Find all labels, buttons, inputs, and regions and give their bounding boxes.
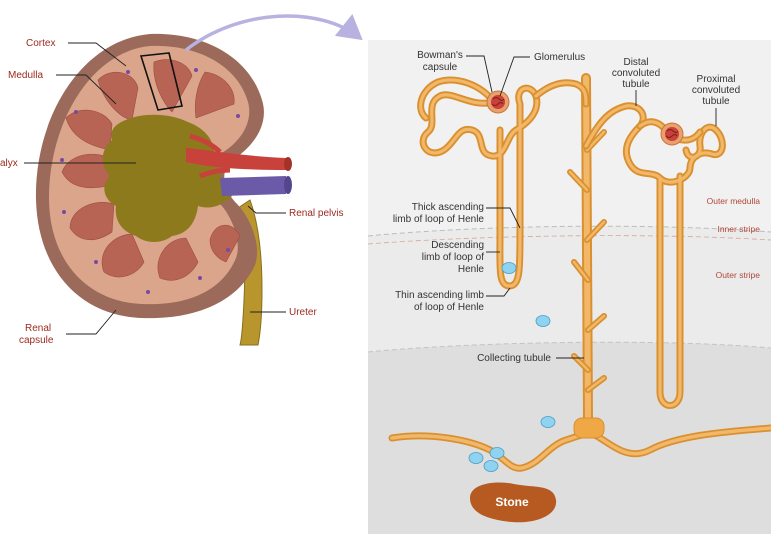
label-inner-stripe: Inner stripe: [717, 224, 760, 234]
zoom-arrow: [184, 13, 363, 52]
label-proximal-line1: Proximal: [697, 74, 736, 85]
label-desc-line2: limb of loop of: [422, 252, 484, 263]
nephron-panel: Stone Bowman's capsule Glomerulus Distal…: [368, 40, 771, 534]
label-cortex: Cortex: [26, 38, 55, 49]
label-thick-line2: limb of loop of Henle: [393, 214, 485, 225]
right-nephron: [582, 102, 726, 409]
label-renal-capsule-line1: Renal: [25, 323, 51, 334]
label-collecting: Collecting tubule: [477, 353, 551, 364]
renal-artery: [186, 148, 286, 170]
zoom-highlight-box: [139, 52, 183, 111]
label-outer-medulla: Outer medulla: [707, 196, 761, 206]
label-distal-line2: convoluted: [612, 68, 660, 79]
left-nephron: [417, 76, 590, 290]
label-calyx: alyx: [0, 158, 18, 169]
collecting-tubule: [567, 73, 607, 439]
label-outer-stripe: Outer stripe: [716, 270, 761, 280]
label-distal-line3: tubule: [622, 79, 650, 90]
vessel-dots: [60, 68, 240, 294]
label-proximal-line3: tubule: [702, 96, 730, 107]
label-renal-pelvis: Renal pelvis: [289, 208, 343, 219]
label-medulla: Medulla: [8, 70, 43, 81]
label-thin-line1: Thin ascending limb: [395, 290, 484, 301]
renal-sinus-shape: [102, 114, 232, 242]
label-bowmans-line1: Bowman's: [417, 50, 463, 61]
label-stone: Stone: [495, 495, 529, 509]
label-thick-line1: Thick ascending: [412, 202, 484, 213]
label-renal-capsule-line2: capsule: [19, 335, 54, 346]
stone-shape: [470, 482, 557, 523]
label-desc-line3: Henle: [458, 264, 485, 275]
glomerulus-shape: [491, 95, 505, 109]
renal-vein: [220, 176, 286, 196]
label-distal-line1: Distal: [623, 57, 648, 68]
kidney-labels: Cortex Medulla alyx Renal pelvis Ureter …: [0, 38, 343, 346]
right-glomerulus-shape: [665, 127, 679, 141]
label-thin-line2: of loop of Henle: [414, 302, 484, 313]
label-proximal-line2: convoluted: [692, 85, 740, 96]
label-bowmans-line2: capsule: [423, 62, 458, 73]
crystals: [468, 262, 556, 472]
label-glomerulus: Glomerulus: [534, 52, 585, 63]
label-ureter: Ureter: [289, 307, 317, 318]
kidney-illustration: [35, 33, 292, 346]
papillary-duct: [388, 424, 771, 472]
label-desc-line1: Descending: [431, 240, 484, 251]
